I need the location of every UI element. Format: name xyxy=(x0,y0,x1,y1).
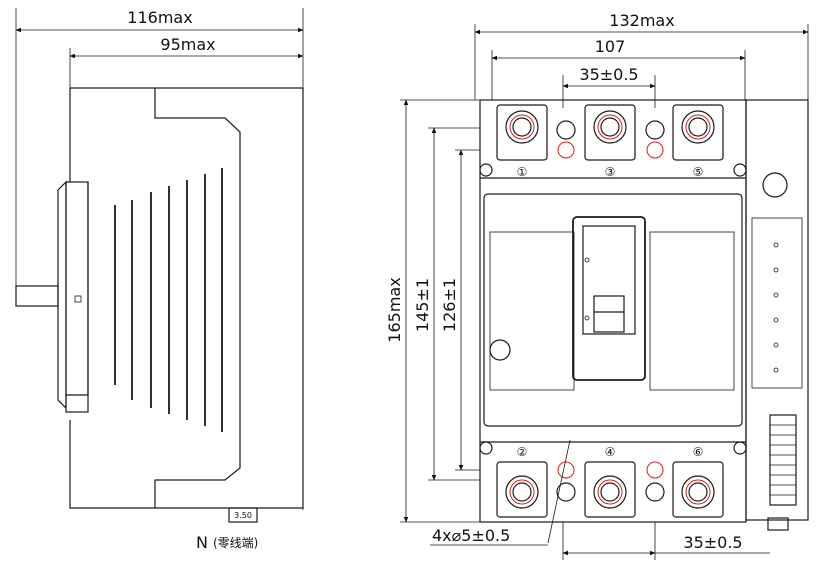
neutral-note: (零线端) xyxy=(213,536,258,550)
dim-126: 126±1 xyxy=(440,149,464,471)
top-terminals: ① ③ ⑤ xyxy=(496,104,724,179)
front-view: 132max 107 35±0.5 165max 145±1 126±1 xyxy=(385,11,809,560)
dim-116max-label: 116max xyxy=(127,8,192,27)
dim-107-label: 107 xyxy=(595,37,626,56)
cover-panel xyxy=(483,193,743,427)
terminal-1-label: ① xyxy=(517,165,528,179)
handle-shaft xyxy=(15,285,59,307)
terminal-box: 3.50 xyxy=(228,507,258,523)
accessory-module xyxy=(745,99,809,521)
terminal-2-label: ② xyxy=(517,445,528,459)
cooling-ribs xyxy=(114,168,223,432)
side-view: 116max 95max 3.50 xyxy=(15,8,304,552)
bottom-terminals: ② ④ ⑥ xyxy=(496,445,724,518)
terminal-strip xyxy=(769,414,797,506)
toggle-handle xyxy=(572,216,646,381)
dim-165max: 165max xyxy=(385,99,409,523)
terminal-3-label: ③ xyxy=(605,165,616,179)
dim-35-bottom-label: 35±0.5 xyxy=(683,533,742,552)
front-step xyxy=(57,180,67,410)
dim-145: 145±1 xyxy=(413,127,437,481)
terminal-4-label: ④ xyxy=(605,445,616,459)
terminal-box-label: 3.50 xyxy=(234,511,252,520)
dim-35-top: 35±0.5 xyxy=(562,65,656,89)
front-cover xyxy=(65,181,89,413)
neutral-label: N xyxy=(196,533,208,552)
terminal-5-label: ⑤ xyxy=(693,165,704,179)
dim-95max: 95max xyxy=(69,35,304,59)
dim-165max-label: 165max xyxy=(385,277,404,342)
dim-holes: 4x⌀5±0.5 xyxy=(430,526,548,546)
dim-116max: 116max xyxy=(15,8,304,33)
dim-holes-label: 4x⌀5±0.5 xyxy=(432,526,510,545)
dim-145-label: 145±1 xyxy=(413,278,432,332)
terminal-6-label: ⑥ xyxy=(693,445,704,459)
dim-35-bottom: 35±0.5 xyxy=(562,533,770,556)
body-outline xyxy=(69,87,304,509)
dim-107: 107 xyxy=(491,37,746,61)
cover-screw xyxy=(489,339,511,361)
dim-132max: 132max xyxy=(474,11,809,35)
dim-35-top-label: 35±0.5 xyxy=(579,65,638,84)
dim-132max-label: 132max xyxy=(609,11,674,30)
dim-95max-label: 95max xyxy=(160,35,215,54)
dim-126-label: 126±1 xyxy=(440,278,459,332)
